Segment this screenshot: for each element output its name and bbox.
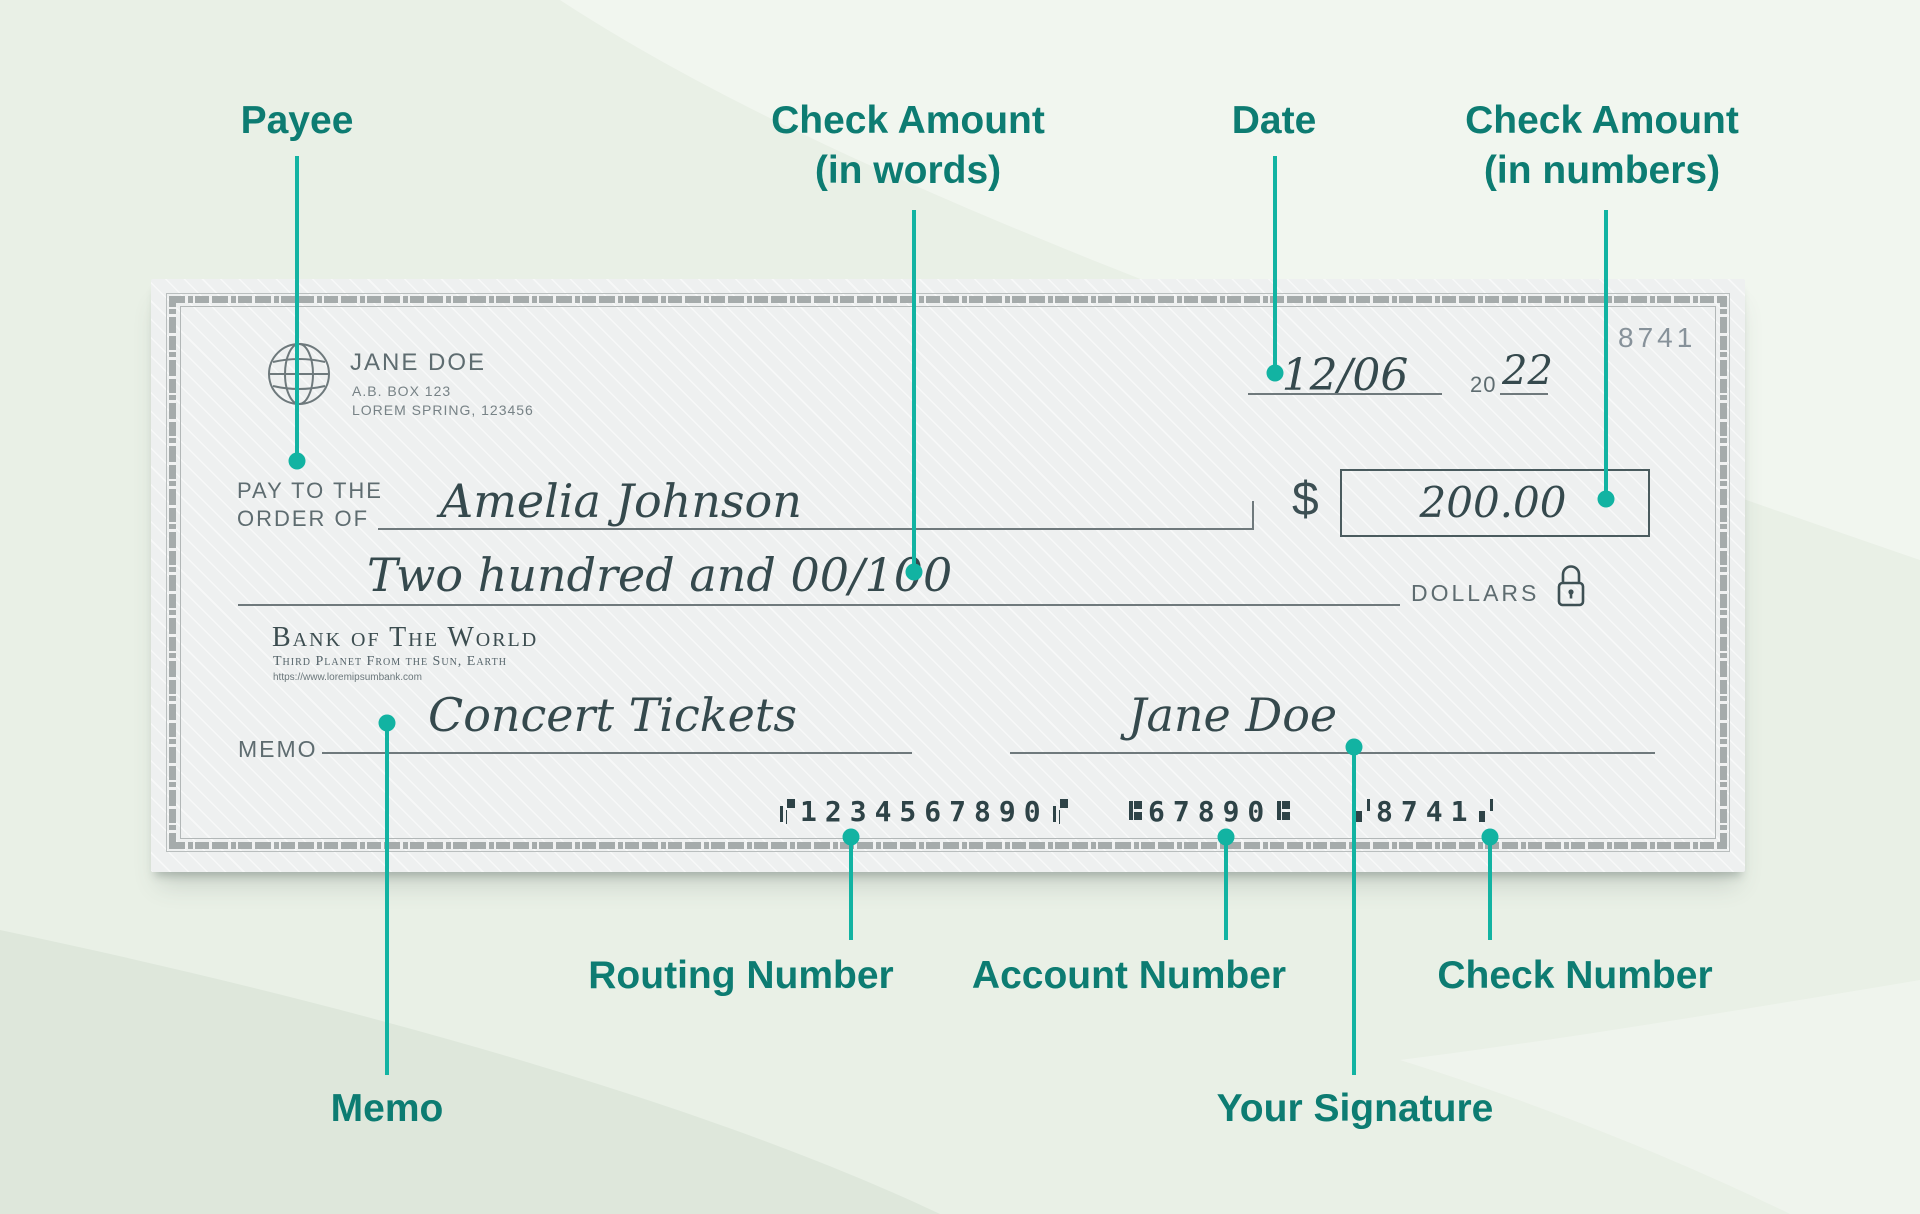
check-number-callout-dot	[1481, 828, 1499, 846]
amount-words-label-line2: (in words)	[814, 149, 1002, 192]
amount-numbers-callout-dot	[1597, 490, 1615, 508]
micr-routing-number: 1234567890	[780, 795, 1069, 828]
amount-words-callout-line	[912, 210, 916, 572]
check-border-band-bottom	[169, 842, 1727, 849]
micr-account-number: 67890	[1128, 795, 1292, 828]
micr-dash-symbol	[1479, 798, 1495, 825]
memo-callout-label: Memo	[330, 1087, 444, 1130]
account-holder-address-1: A.B. BOX 123	[352, 383, 452, 399]
routing-number-digits: 1234567890	[800, 795, 1049, 828]
date-field-value: 12/06	[1281, 350, 1409, 401]
check-border-band-left	[169, 296, 176, 849]
amount-box	[1340, 469, 1650, 537]
micr-check-number: 8741	[1356, 795, 1495, 828]
payee-line-end-tick	[1252, 501, 1254, 530]
memo-callout-dot	[378, 714, 396, 732]
pay-to-the-label: PAY TO THE	[237, 478, 383, 503]
amount-words-callout-dot	[905, 563, 923, 581]
bank-url: https://www.loremipsumbank.com	[273, 672, 422, 683]
amount-words-callout-label: Check Amount (in words)	[771, 96, 1045, 196]
routing-callout-dot	[842, 828, 860, 846]
account-number-digits: 67890	[1148, 795, 1273, 828]
check-number-digits: 8741	[1376, 795, 1476, 828]
year-underline	[1500, 393, 1548, 395]
signature-callout-line	[1352, 747, 1356, 1075]
payee-callout-line	[295, 156, 299, 461]
amount-in-words-value: Two hundred and 00/100	[367, 548, 953, 602]
currency-symbol: $	[1292, 473, 1319, 526]
signature-callout-label: Your Signature	[1216, 1087, 1494, 1130]
routing-callout-line	[849, 835, 853, 940]
payee-name-value: Amelia Johnson	[440, 474, 802, 528]
payee-callout-dot	[288, 452, 306, 470]
memo-underline	[322, 752, 912, 754]
bank-name: Bank of The World	[272, 622, 539, 653]
order-of-label: ORDER OF	[237, 506, 370, 531]
amount-numbers-callout-label: Check Amount (in numbers)	[1465, 96, 1739, 196]
signature-underline	[1010, 752, 1655, 754]
check-border-band-right	[1720, 296, 1727, 849]
account-callout-line	[1224, 835, 1228, 940]
check-inner-frame	[180, 306, 1716, 839]
date-callout-line	[1273, 156, 1277, 373]
account-callout-label: Account Number	[971, 954, 1287, 997]
date-underline	[1248, 393, 1442, 395]
bank-tagline: Third Planet From the Sun, Earth	[273, 654, 507, 669]
check-number-callout-line	[1488, 835, 1492, 940]
payee-underline	[378, 528, 1254, 530]
account-holder-address-2: LOREM SPRING, 123456	[352, 402, 534, 418]
check-number-callout-label: Check Number	[1437, 954, 1713, 997]
globe-icon	[268, 343, 330, 405]
micr-dash-symbol	[1356, 798, 1372, 825]
amount-words-label-line1: Check Amount	[771, 99, 1045, 142]
check-border-band-top	[169, 296, 1727, 303]
year-prefix: 20	[1470, 372, 1497, 397]
check	[151, 279, 1745, 872]
micr-onus-symbol	[1276, 798, 1292, 825]
amount-numeric-value: 200.00	[1419, 478, 1567, 527]
date-callout-label: Date	[1231, 99, 1317, 142]
account-callout-dot	[1217, 828, 1235, 846]
account-holder-name: JANE DOE	[350, 349, 487, 376]
amount-numbers-label-line1: Check Amount	[1465, 99, 1739, 142]
signature-value: Jane Doe	[1128, 688, 1338, 742]
memo-callout-line	[385, 723, 389, 1075]
check-outer-frame	[166, 293, 1730, 852]
date-callout-dot	[1266, 364, 1284, 382]
micr-transit-symbol	[1052, 798, 1069, 825]
micr-transit-symbol	[780, 798, 796, 825]
check-number-top-right: 8741	[1618, 322, 1697, 353]
micr-onus-symbol	[1128, 798, 1144, 825]
amount-numbers-label-line2: (in numbers)	[1483, 149, 1721, 192]
dollars-label: DOLLARS	[1411, 580, 1540, 606]
lock-icon	[1557, 565, 1585, 607]
routing-callout-label: Routing Number	[588, 954, 894, 997]
memo-value: Concert Tickets	[428, 688, 797, 742]
year-value: 22	[1502, 348, 1553, 394]
signature-callout-dot	[1345, 738, 1363, 756]
memo-label: MEMO	[238, 736, 318, 762]
amount-words-underline	[238, 604, 1400, 606]
amount-numbers-callout-line	[1604, 210, 1608, 499]
payee-callout-label: Payee	[240, 99, 354, 142]
